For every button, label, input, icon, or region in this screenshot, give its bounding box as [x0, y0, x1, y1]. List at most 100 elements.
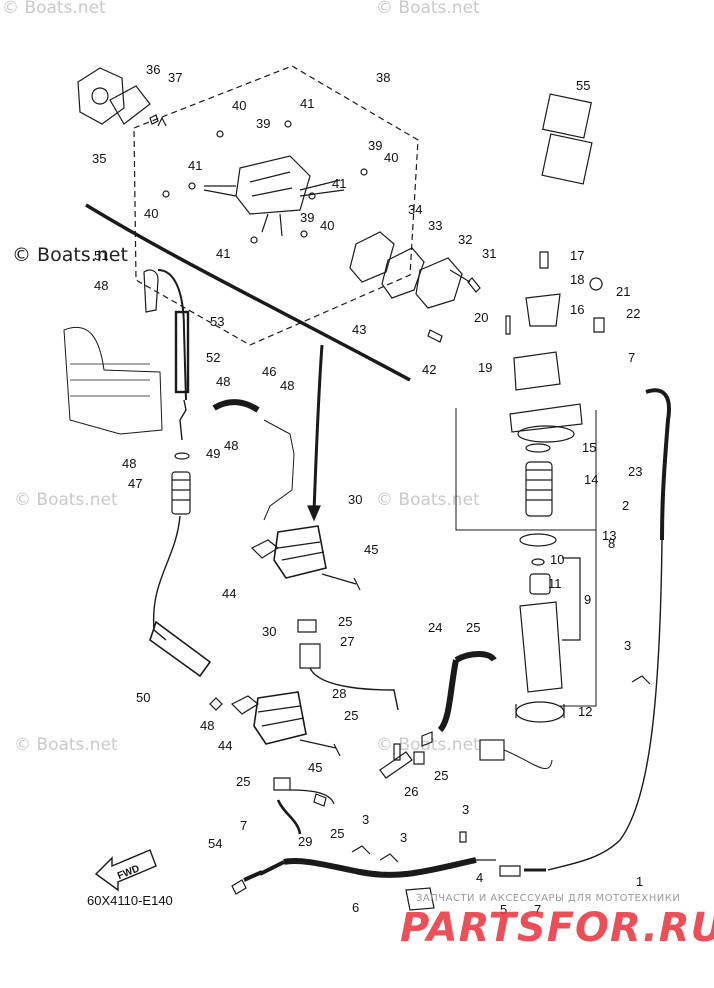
part-number-label: 40 [384, 150, 398, 165]
part-number-label: 39 [300, 210, 314, 225]
part-number-label: 7 [240, 818, 247, 833]
watermark: © Boats.net [14, 735, 118, 755]
part-number-label: 55 [576, 78, 590, 93]
part-number-label: 36 [146, 62, 160, 77]
part-number-label: 3 [362, 812, 369, 827]
part-number-label: 20 [474, 310, 488, 325]
fuel-pump-core [235, 155, 311, 215]
part-number-label: 41 [188, 158, 202, 173]
watermark: © Boats.net [376, 735, 480, 755]
part-number-label: 50 [136, 690, 150, 705]
part-number-label: 18 [570, 272, 584, 287]
part-number-label: 26 [404, 784, 418, 799]
watermark: © Boats.net [376, 490, 480, 510]
part-number-label: 48 [216, 374, 230, 389]
part-number-label: 25 [330, 826, 344, 841]
part-number-label: 44 [218, 738, 232, 753]
part-number-label: 4 [476, 870, 483, 885]
part-number-label: 27 [340, 634, 354, 649]
part-number-label: 40 [144, 206, 158, 221]
part-number-label: 37 [168, 70, 182, 85]
watermark: © Boats.net [376, 0, 480, 18]
part-number-label: 42 [422, 362, 436, 377]
part-number-label: 33 [428, 218, 442, 233]
part-number-label: 14 [584, 472, 598, 487]
part-number-label: 13 [602, 528, 616, 543]
part-number-label: 53 [210, 314, 224, 329]
part-number-label: 54 [208, 836, 222, 851]
part-number-label: 39 [368, 138, 382, 153]
fwd-arrow-label: FWD [116, 863, 141, 882]
part-number-label: 45 [308, 760, 322, 775]
cowling-divider [85, 203, 411, 382]
watermark: © Boats.net [2, 0, 106, 18]
part-number-label: 48 [224, 438, 238, 453]
part-number-label: 6 [352, 900, 359, 915]
part-number-label: 48 [94, 278, 108, 293]
part-number-label: 43 [352, 322, 366, 337]
pump-cover-part [77, 67, 125, 125]
part-number-label: 48 [200, 718, 214, 733]
part-number-label: 9 [584, 592, 591, 607]
part-number-label: 46 [262, 364, 276, 379]
part-number-label: 21 [616, 284, 630, 299]
watermark: © Boats.net [14, 490, 118, 510]
part-number-label: 34 [408, 202, 422, 217]
part-number-label: 25 [434, 768, 448, 783]
part-number-label: 3 [462, 802, 469, 817]
part-number-label: 24 [428, 620, 442, 635]
part-number-label: 23 [628, 464, 642, 479]
part-number-label: 31 [482, 246, 496, 261]
part-number-label: 7 [534, 902, 541, 917]
part-number-label: 25 [344, 708, 358, 723]
part-number-label: 7 [628, 350, 635, 365]
part-number-label: 11 [548, 576, 562, 591]
part-number-label: 3 [400, 830, 407, 845]
part-number-label: 3 [624, 638, 631, 653]
brand-subtitle: ЗАПЧАСТИ И АКСЕССУАРЫ ДЛЯ МОТОТЕХНИКИ [416, 893, 681, 904]
part-number-label: 17 [570, 248, 584, 263]
part-number-label: 52 [206, 350, 220, 365]
part-number-label: 1 [636, 874, 643, 889]
part-number-label: 47 [128, 476, 142, 491]
part-number-label: 16 [570, 302, 584, 317]
brand-logo: PARTSFOR.RU [400, 905, 714, 951]
part-number-label: 30 [348, 492, 362, 507]
part-number-label: 48 [122, 456, 136, 471]
part-number-label: 48 [280, 378, 294, 393]
part-labels: 1233334567778910111213141516171819202122… [92, 62, 643, 917]
part-number-label: 41 [216, 246, 230, 261]
part-number-label: 22 [626, 306, 640, 321]
part-number-label: 45 [364, 542, 378, 557]
part-number-label: 39 [256, 116, 270, 131]
part-number-label: 25 [466, 620, 480, 635]
part-number-label: 30 [262, 624, 276, 639]
part-number-label: 35 [92, 151, 106, 166]
part-number-label: 29 [298, 834, 312, 849]
part-number-label: 51 [94, 248, 108, 263]
watermark-prominent: © Boats.net [12, 244, 128, 266]
part-number-label: 44 [222, 586, 236, 601]
part-number-label: 41 [300, 96, 314, 111]
assembly-outline [133, 65, 419, 346]
part-number-label: 2 [622, 498, 629, 513]
part-number-label: 49 [206, 446, 220, 461]
diagram-code: 60X4110-E140 [87, 893, 173, 908]
part-number-label: 38 [376, 70, 390, 85]
part-number-label: 25 [236, 774, 250, 789]
part-number-label: 41 [332, 176, 346, 191]
part-number-label: 25 [338, 614, 352, 629]
part-number-label: 10 [550, 552, 564, 567]
part-number-label: 8 [608, 536, 615, 551]
part-number-label: 19 [478, 360, 492, 375]
part-number-label: 28 [332, 686, 346, 701]
pointer-line [312, 344, 324, 513]
part-number-label: 12 [578, 704, 592, 719]
part-number-label: 15 [582, 440, 596, 455]
part-number-label: 40 [232, 98, 246, 113]
part-number-label: 40 [320, 218, 334, 233]
part-number-label: 5 [500, 902, 507, 917]
part-number-label: 32 [458, 232, 472, 247]
